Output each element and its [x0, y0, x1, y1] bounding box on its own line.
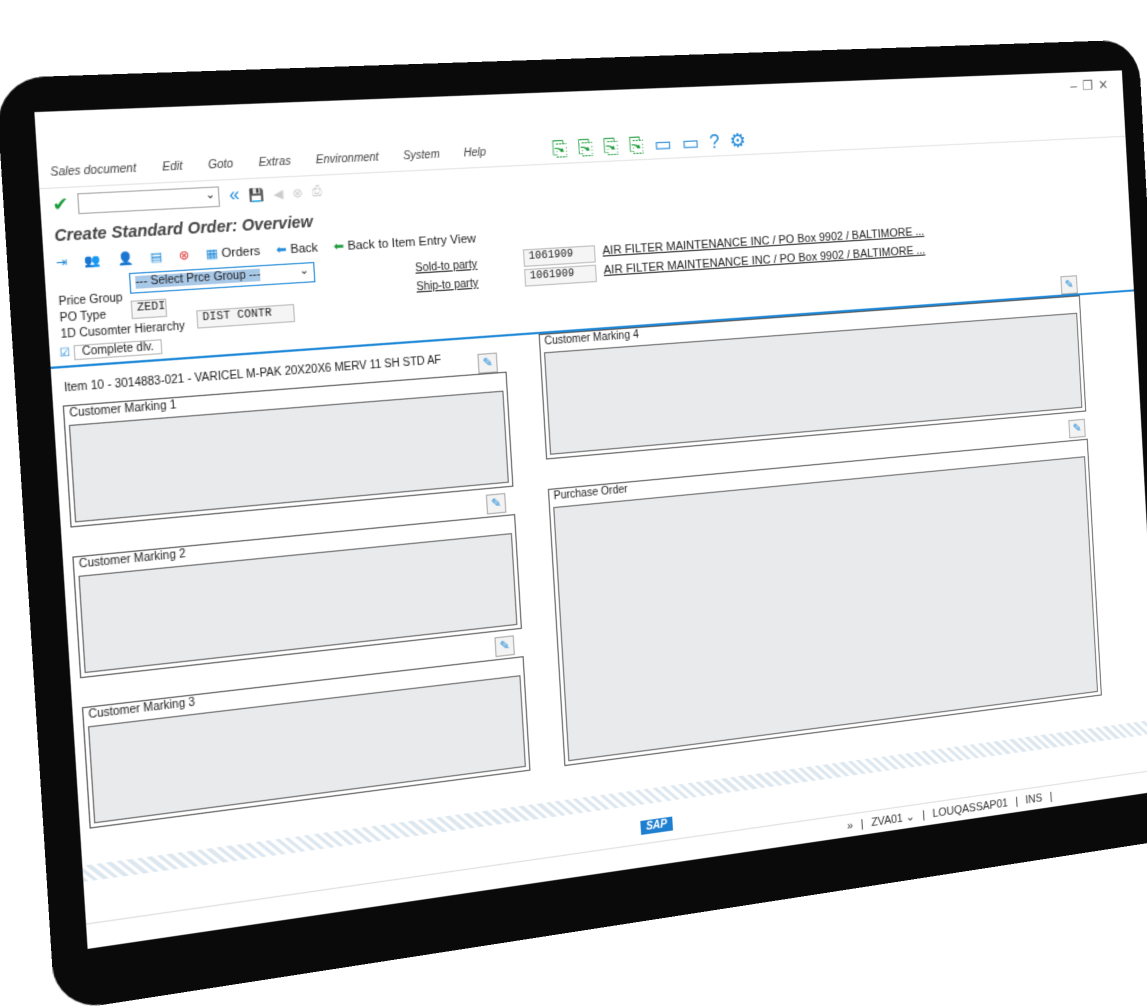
- sold-to-field[interactable]: 1061909: [523, 245, 596, 267]
- ship-to-field[interactable]: 1061909: [524, 265, 597, 287]
- enter-check-icon[interactable]: ✔: [52, 193, 70, 217]
- checkbox-checked-icon: ☑: [59, 347, 71, 361]
- customer-marking-4-label: Customer Marking 4: [544, 329, 639, 348]
- window-controls[interactable]: –❐✕: [1070, 77, 1114, 95]
- edit-text-icon[interactable]: ✎: [494, 635, 514, 657]
- partner-icon[interactable]: 👥: [84, 252, 101, 268]
- po-type-label: PO Type: [59, 309, 106, 325]
- customer-marking-2: Customer Marking 2: [72, 514, 522, 678]
- download-icon[interactable]: ⎘: [603, 135, 619, 158]
- orders-label: Orders: [221, 244, 261, 260]
- edit-text-icon[interactable]: ✎: [1068, 419, 1085, 439]
- stage: –❐✕ Sales document Edit Goto Extras Envi…: [0, 0, 1147, 800]
- menu-sales-document[interactable]: Sales document: [50, 163, 137, 180]
- arrow-left-icon: ⬅: [333, 239, 344, 253]
- purchase-order: Purchase Order: [548, 439, 1102, 766]
- enter-icon[interactable]: ⇥: [56, 254, 68, 270]
- complete-delivery-label: Complete dlv.: [73, 339, 162, 360]
- sap-window: –❐✕ Sales document Edit Goto Extras Envi…: [34, 70, 1147, 949]
- print-icon: ⎙: [311, 184, 322, 199]
- favorite-screen-icon[interactable]: ▭: [653, 133, 672, 156]
- back-nav-icon: ◀: [273, 186, 284, 201]
- transaction-value: ZVA01: [871, 812, 903, 829]
- back-to-item-entry-button[interactable]: ⬅ Back to Item Entry View: [333, 231, 476, 254]
- complete-delivery-checkbox[interactable]: ☑ Complete dlv.: [59, 340, 163, 360]
- hierarchy-field[interactable]: DIST CONTR: [196, 304, 295, 329]
- gear-icon[interactable]: ⚙: [729, 130, 747, 153]
- status-expand[interactable]: »: [847, 819, 854, 832]
- ship-to-label[interactable]: Ship-to party: [416, 278, 479, 294]
- customer-marking-1: Customer Marking 1: [63, 372, 514, 528]
- save-icon: 💾: [248, 187, 265, 203]
- price-group-value: --- Select Prce Group ---: [135, 269, 261, 289]
- menu-system[interactable]: System: [403, 149, 440, 163]
- sold-to-label[interactable]: Sold-to party: [415, 259, 478, 275]
- back-button[interactable]: ⬅ Back: [276, 240, 319, 257]
- edit-text-icon[interactable]: ✎: [486, 493, 507, 515]
- orders-button[interactable]: ▦ Orders: [205, 243, 260, 261]
- menu-edit[interactable]: Edit: [162, 161, 183, 175]
- back-label: Back: [290, 241, 319, 256]
- customer-marking-3: Customer Marking 3: [82, 656, 531, 829]
- orders-icon: ▦: [205, 247, 218, 261]
- upload-icon[interactable]: ⎘: [577, 136, 593, 160]
- purchase-order-textarea[interactable]: [553, 456, 1098, 761]
- new-session-icon[interactable]: ⎘: [552, 138, 569, 162]
- menu-help[interactable]: Help: [463, 147, 486, 160]
- person-icon[interactable]: 👤: [117, 250, 134, 266]
- menu-extras[interactable]: Extras: [258, 156, 291, 170]
- insert-mode[interactable]: INS: [1025, 792, 1043, 807]
- back-to-item-label: Back to Item Entry View: [347, 232, 476, 253]
- display-doc-icon[interactable]: ▤: [150, 249, 163, 265]
- chevron-down-icon: ⌄: [299, 265, 309, 278]
- copy-icon[interactable]: ⎘: [628, 134, 644, 157]
- edit-text-icon[interactable]: ✎: [477, 353, 498, 374]
- sap-logo: SAP: [640, 817, 672, 835]
- chevron-down-icon: ⌄: [205, 189, 216, 202]
- purchase-order-label: Purchase Order: [553, 484, 628, 503]
- customer-marking-3-textarea[interactable]: [88, 675, 526, 823]
- exit-icon: ⊗: [292, 185, 303, 200]
- shortcut-icon[interactable]: ▭: [681, 132, 700, 155]
- menu-goto[interactable]: Goto: [208, 158, 234, 172]
- transaction-code[interactable]: ZVA01 ⌄: [871, 810, 915, 830]
- command-field[interactable]: ⌄: [78, 186, 221, 214]
- reject-icon[interactable]: ⊗: [178, 247, 190, 263]
- edit-text-icon[interactable]: ✎: [1060, 275, 1077, 294]
- arrow-left-icon: ⬅: [276, 243, 287, 257]
- double-chevron-left-icon[interactable]: «: [229, 185, 241, 206]
- help-icon[interactable]: ?: [709, 131, 720, 154]
- monitor-frame: –❐✕ Sales document Edit Goto Extras Envi…: [0, 40, 1147, 1006]
- price-group-label: Price Group: [58, 292, 123, 309]
- po-type-field[interactable]: ZEDI: [131, 298, 168, 319]
- menu-environment[interactable]: Environment: [316, 152, 380, 167]
- system-name: LOUQASSAP01: [932, 797, 1008, 820]
